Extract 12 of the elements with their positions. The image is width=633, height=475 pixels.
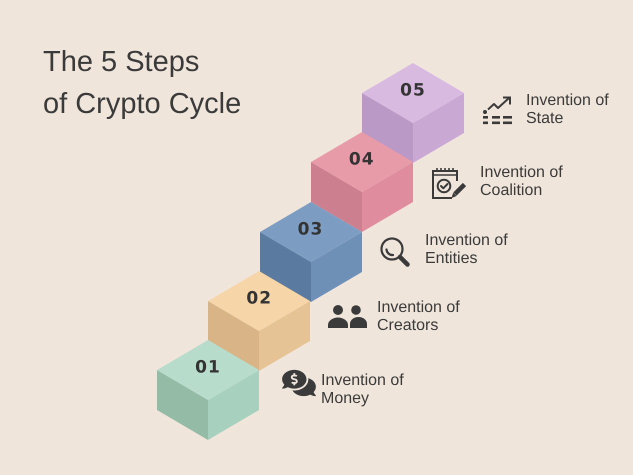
step-label: Invention of State [526, 92, 610, 128]
step-label: Invention of Money [321, 372, 405, 408]
step-number: 04 [348, 152, 375, 169]
step-number: 01 [195, 360, 221, 376]
step-number: 02 [246, 290, 272, 308]
title: The 5 Steps of Crypto Cycle [43, 45, 242, 122]
step-label: Invention of Creators [377, 299, 461, 335]
cube-step [157, 340, 259, 440]
step-label: Invention of Entities [425, 232, 509, 268]
step-number: 05 [400, 82, 426, 100]
step-number: 03 [298, 221, 324, 238]
step-label: Invention of Coalition [480, 164, 564, 200]
